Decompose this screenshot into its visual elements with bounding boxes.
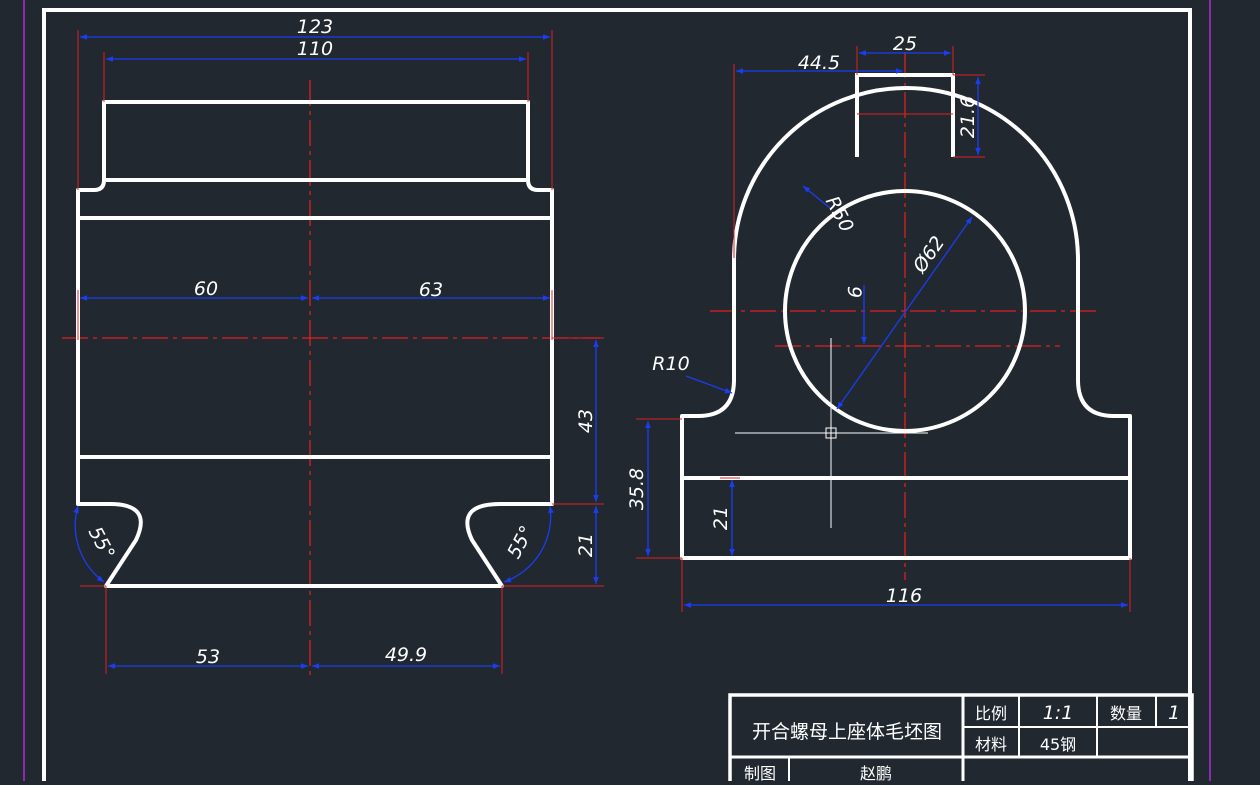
title-block-material-value: 45钢 [1040,735,1076,754]
dim-110: 110 [297,38,333,60]
side-view: 44.5 25 21.6 R50 Ø62 9 R10 35.8 21 116 [626,33,1132,612]
title-block-material-label: 材料 [975,735,1007,754]
title-block-quantity-value: 1 [1168,702,1180,724]
dim-r10: R10 [652,353,689,375]
dim-44-5: 44.5 [798,52,840,74]
dim-r50: R50 [821,193,858,236]
dim-21-6: 21.6 [957,96,979,138]
dim-53: 53 [196,646,220,668]
dim-dia-62: Ø62 [908,232,949,277]
dim-21-side: 21 [710,506,732,530]
dim-49-9: 49.9 [385,644,427,666]
title-block-title: 开合螺母上座体毛坯图 [752,721,942,743]
dim-43: 43 [575,409,597,433]
title-block: 开合螺母上座体毛坯图 比例 1:1 数量 1 材料 45钢 制图 赵鹏 [728,693,1194,783]
drawing-frame [42,8,1192,781]
dim-116: 116 [886,585,922,607]
dim-63: 63 [419,279,443,301]
front-outline [76,100,554,588]
side-bore-circle [783,189,1027,433]
title-block-scale-label: 比例 [975,704,1007,723]
side-outline [680,86,1132,560]
title-block-drawn-by-label: 制图 [744,764,776,781]
dim-9: 9 [843,286,865,298]
title-block-quantity-label: 数量 [1110,704,1142,723]
dim-35-8: 35.8 [626,468,648,510]
title-block-scale-value: 1:1 [1043,702,1074,724]
dim-60: 60 [194,278,218,300]
cad-crosshair [735,338,928,528]
dim-25: 25 [893,33,917,55]
title-block-drawn-by-name: 赵鹏 [860,764,892,781]
dim-21-front: 21 [575,533,597,557]
dim-123: 123 [297,16,333,38]
front-view: 123 110 60 63 43 21 53 49.9 55° 55° [62,16,604,676]
dim-55-right: 55° [503,522,538,562]
dim-55-left: 55° [84,523,119,563]
side-boss [855,73,955,157]
